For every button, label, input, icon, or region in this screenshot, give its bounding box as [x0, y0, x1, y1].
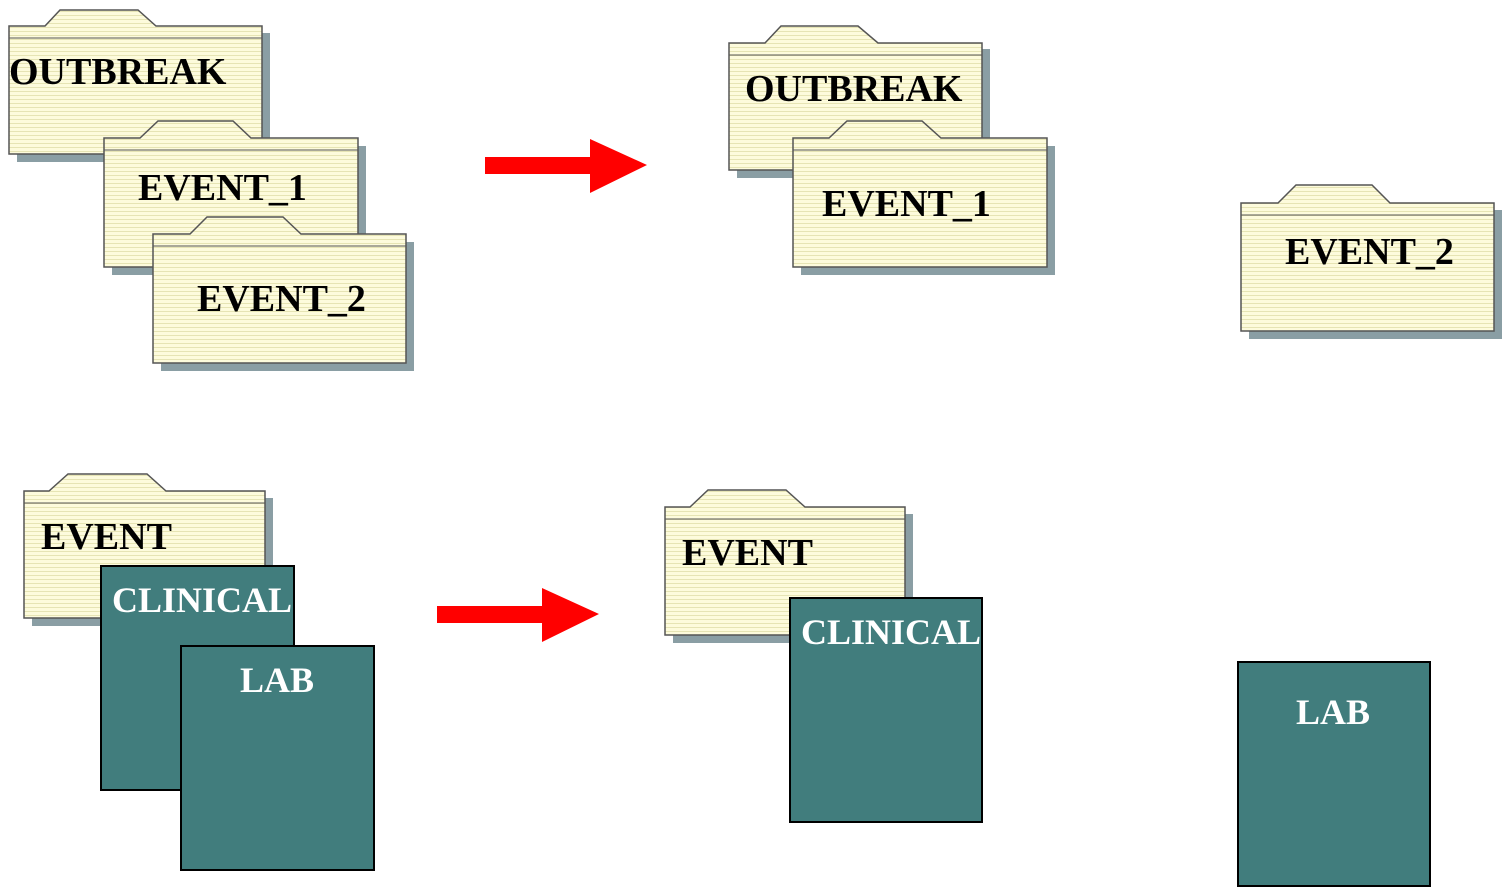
event1-folder-label-after: EVENT_1 [822, 183, 991, 225]
outbreak-folder-label-after: OUTBREAK [745, 68, 963, 110]
event1-folder-after: EVENT_1 [792, 120, 1055, 275]
outbreak-folder-label: OUTBREAK [9, 51, 227, 93]
clinical-document-label-after: CLINICAL [801, 612, 981, 652]
right-arrow-icon [437, 588, 599, 642]
event2-folder-after: EVENT_2 [1240, 184, 1502, 339]
outbreak-folder-before: OUTBREAK [8, 9, 270, 162]
event-folder-label-after: EVENT [682, 532, 813, 574]
lab-document-label-after: LAB [1296, 692, 1370, 732]
right-arrow-icon [485, 139, 647, 193]
lab-document-before: LAB [180, 645, 375, 871]
lab-document-label: LAB [240, 660, 314, 700]
event2-folder-label: EVENT_2 [197, 278, 366, 320]
clinical-document-after: CLINICAL [789, 597, 983, 823]
event1-folder-label: EVENT_1 [138, 167, 307, 209]
clinical-document-label: CLINICAL [112, 580, 292, 620]
lab-document-after: LAB [1237, 661, 1431, 887]
event2-folder-before: EVENT_2 [152, 216, 414, 371]
event2-folder-label-after: EVENT_2 [1285, 231, 1454, 273]
event-folder-label: EVENT [41, 516, 172, 558]
